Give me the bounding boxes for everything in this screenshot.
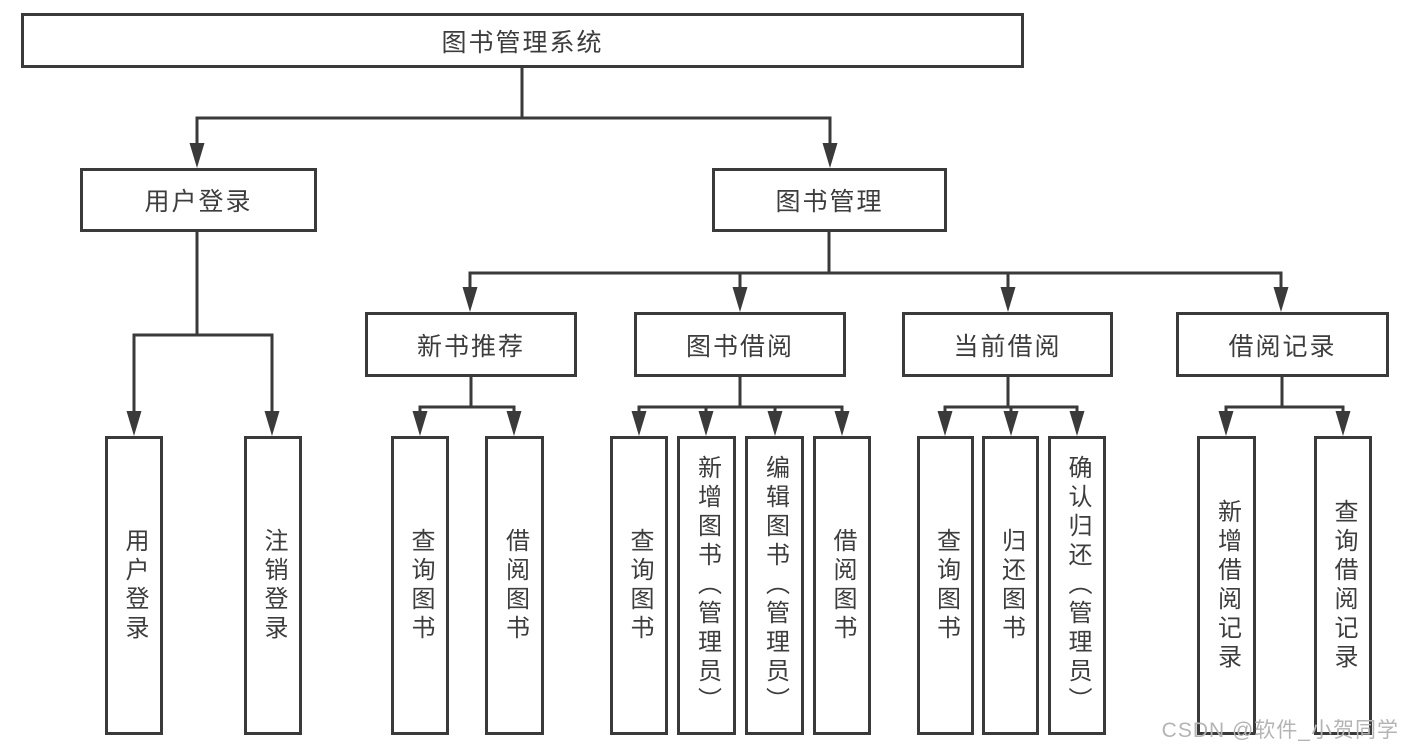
arrowhead	[462, 287, 478, 312]
node-label: 新书推荐	[416, 332, 525, 361]
leaf-label: 注销登录	[260, 527, 287, 644]
leaf-borrow-books-2: 借阅图书	[813, 436, 871, 735]
leaf-label: 查询图书	[932, 527, 960, 644]
node-borrowing-records: 借阅记录	[1176, 312, 1389, 377]
leaf-confirm-return-admin: 确认归还（管理员）	[1048, 436, 1106, 735]
arrowhead	[732, 287, 748, 312]
node-user-login: 用户登录	[80, 168, 317, 232]
leaf-label: 归还图书	[997, 527, 1025, 644]
node-new-book-recommendation: 新书推荐	[365, 312, 577, 377]
leaf-label: 查询图书	[407, 527, 434, 644]
arrowhead	[631, 411, 647, 436]
connector-segments	[132, 68, 1345, 414]
leaf-label: 确认归还（管理员）	[1064, 455, 1091, 716]
node-label: 当前借阅	[953, 332, 1062, 361]
leaf-logout: 注销登录	[244, 436, 302, 735]
leaf-label: 借阅图书	[829, 527, 856, 644]
leaf-borrow-books: 借阅图书	[485, 436, 544, 735]
leaf-edit-book-admin: 编辑图书（管理员）	[745, 436, 804, 735]
arrowhead	[1335, 411, 1351, 436]
node-label: 图书管理系统	[441, 28, 604, 57]
leaf-query-books-2: 查询图书	[610, 436, 668, 735]
leaf-label: 新增图书（管理员）	[693, 455, 721, 716]
leaf-return-books: 归还图书	[982, 436, 1039, 735]
arrowhead	[264, 411, 280, 436]
node-current-borrowing: 当前借阅	[902, 312, 1113, 377]
arrowhead	[767, 411, 783, 436]
node-label: 借阅记录	[1228, 332, 1337, 361]
arrowhead	[834, 411, 850, 436]
leaf-query-books-3: 查询图书	[917, 436, 974, 735]
leaf-query-books: 查询图书	[391, 436, 449, 735]
arrowhead	[1003, 411, 1019, 436]
csdn-watermark: CSDN @软件_小贺同学	[1161, 719, 1399, 742]
arrowhead	[506, 411, 522, 436]
leaf-user-login: 用户登录	[105, 436, 163, 735]
arrowhead	[1273, 287, 1289, 312]
arrowheads	[126, 143, 1351, 436]
leaf-label: 借阅图书	[501, 527, 529, 644]
arrowhead	[937, 411, 953, 436]
node-label: 图书借阅	[685, 332, 794, 361]
node-label: 图书管理	[775, 188, 884, 216]
node-library-management-system: 图书管理系统	[21, 13, 1024, 68]
arrowhead	[189, 143, 205, 168]
leaf-add-borrow-record: 新增借阅记录	[1197, 436, 1256, 735]
arrowhead	[126, 411, 142, 436]
node-label: 用户登录	[144, 188, 253, 216]
arrowhead	[412, 411, 428, 436]
leaf-add-book-admin: 新增图书（管理员）	[677, 436, 736, 735]
node-book-management: 图书管理	[712, 168, 947, 232]
arrowhead	[1000, 287, 1016, 312]
leaf-label: 查询图书	[626, 527, 653, 644]
leaf-label: 编辑图书（管理员）	[761, 455, 789, 716]
node-book-borrowing: 图书借阅	[634, 312, 846, 377]
arrowhead	[1218, 411, 1234, 436]
arrowhead	[822, 143, 838, 168]
arrowhead	[1069, 411, 1085, 436]
leaf-label: 用户登录	[121, 527, 148, 644]
leaf-query-borrow-record: 查询借阅记录	[1314, 436, 1372, 735]
leaf-label: 新增借阅记录	[1213, 498, 1241, 673]
leaf-label: 查询借阅记录	[1330, 498, 1357, 673]
arrowhead	[698, 411, 714, 436]
